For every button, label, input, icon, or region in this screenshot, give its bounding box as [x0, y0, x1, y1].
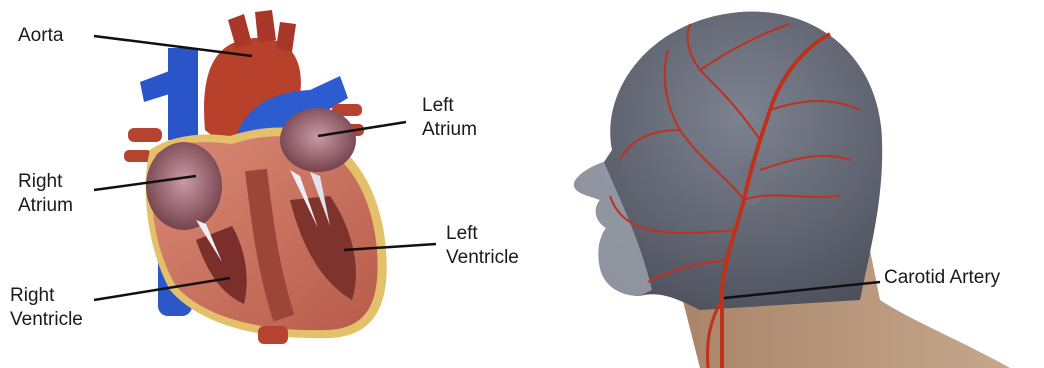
label-right-ventricle-line2: Ventricle — [10, 308, 83, 332]
label-left-ventricle-line1: Left — [446, 222, 519, 246]
label-aorta-line1: Aorta — [18, 24, 63, 48]
label-left-ventricle-line2: Ventricle — [446, 246, 519, 270]
label-left-atrium-line1: Left — [422, 94, 477, 118]
left-atrium-chamber — [280, 108, 356, 172]
label-right-atrium-line1: Right — [18, 170, 73, 194]
right-atrium-chamber — [146, 142, 222, 230]
label-carotid-artery: Carotid Artery — [884, 266, 1000, 290]
label-aorta: Aorta — [18, 24, 63, 48]
label-left-atrium: Left Atrium — [422, 94, 477, 142]
label-left-ventricle: Left Ventricle — [446, 222, 519, 270]
head-illustration — [574, 12, 1010, 368]
heart-illustration — [124, 10, 387, 344]
label-right-atrium-line2: Atrium — [18, 194, 73, 218]
label-carotid-artery-line1: Carotid Artery — [884, 266, 1000, 290]
label-right-ventricle: Right Ventricle — [10, 284, 83, 332]
label-right-ventricle-line1: Right — [10, 284, 83, 308]
superior-vena-cava — [168, 48, 198, 140]
label-right-atrium: Right Atrium — [18, 170, 73, 218]
label-left-atrium-line2: Atrium — [422, 118, 477, 142]
